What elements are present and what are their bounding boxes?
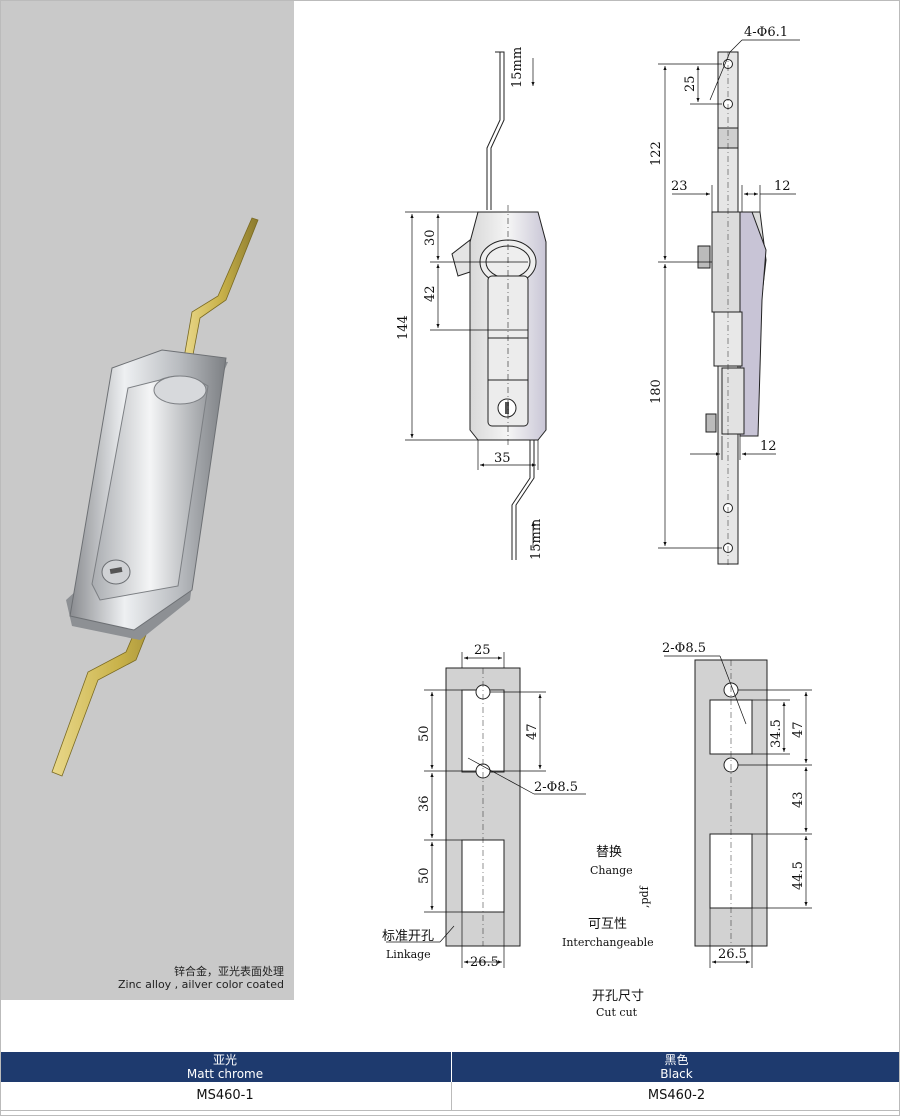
dim-122: 122: [649, 141, 664, 166]
cutout-left-dim-50-top: 50: [417, 725, 432, 742]
side-view: [697, 51, 767, 566]
material-caption-cn: 锌合金，亚光表面处理: [174, 965, 284, 978]
variant-finish-cn: 亚光: [212, 1053, 237, 1067]
cutout-left-dim-26-5: 26.5: [470, 955, 499, 970]
interchangeable-label-cn: 可互性: [588, 917, 627, 932]
front-view: [451, 51, 547, 560]
cutout-right: [694, 659, 768, 947]
travel-bottom-label: 15mm: [529, 519, 544, 560]
material-caption-en: Zinc alloy , ailver color coated: [117, 978, 284, 991]
variant-finish-en: Matt chrome: [186, 1067, 264, 1081]
product-photo: [51, 217, 259, 777]
pdf-mark: ,pdf: [638, 885, 651, 908]
cutout-right-dim-34-5: 34.5: [769, 719, 784, 748]
cutout-left-dim-47: 47: [525, 723, 540, 740]
technical-drawing: 15mm 15mm 30 42 144 35: [382, 25, 812, 1019]
side-dimensions: [658, 39, 800, 549]
cutout-left-dim-50-bottom: 50: [417, 867, 432, 884]
cutout-left-dim-25: 25: [474, 643, 491, 658]
cutout-left-dim-36: 36: [417, 795, 432, 812]
model-number-matt: MS460-1: [196, 1088, 254, 1103]
dim-180: 180: [649, 379, 664, 404]
cutout-left: [445, 667, 521, 947]
variant-finish-cn: 黑色: [664, 1053, 689, 1067]
dim-35: 35: [494, 451, 511, 466]
cutout-right-holes-label: 2-Φ8.5: [662, 641, 706, 656]
cutout-right-dim-43: 43: [791, 791, 806, 808]
dim-23: 23: [671, 179, 688, 194]
cutout-right-dim-44-5: 44.5: [791, 861, 806, 890]
dim-144: 144: [396, 315, 411, 340]
cutout-left-dimensions: [386, 652, 586, 968]
cutout-right-dim-47: 47: [791, 721, 806, 738]
cutcut-label-cn: 开孔尺寸: [592, 989, 644, 1004]
side-holes-label: 4-Φ6.1: [744, 25, 788, 40]
travel-top-label: 15mm: [510, 47, 525, 88]
cutcut-label-en: Cut cut: [596, 1006, 638, 1019]
interchangeable-label-en: Interchangeable: [562, 936, 654, 949]
linkage-label-en: Linkage: [386, 948, 431, 961]
variant-header-matt: 亚光 Matt chrome: [0, 1052, 450, 1083]
front-dimensions: [405, 58, 539, 548]
cutout-right-dim-26-5: 26.5: [718, 947, 747, 962]
cutout-right-dimensions: [664, 655, 812, 968]
variant-header-black: 黑色 Black: [451, 1052, 900, 1083]
dim-12-bottom: 12: [760, 439, 777, 454]
model-number-row: MS460-1 MS460-2: [0, 1082, 900, 1111]
model-number-black: MS460-2: [451, 1082, 900, 1110]
cutout-left-holes-label: 2-Φ8.5: [534, 780, 578, 795]
product-photo-panel: [0, 0, 294, 1000]
linkage-label-cn: 标准开孔: [382, 929, 434, 944]
dim-30: 30: [423, 229, 438, 246]
dim-12-top: 12: [774, 179, 791, 194]
variant-header-bar: 亚光 Matt chrome 黑色 Black: [0, 1052, 900, 1083]
change-label-cn: 替换: [596, 845, 622, 860]
dim-25-side: 25: [683, 75, 698, 92]
change-label-en: Change: [590, 864, 633, 877]
variant-finish-en: Black: [660, 1067, 693, 1081]
dim-42: 42: [423, 285, 438, 302]
